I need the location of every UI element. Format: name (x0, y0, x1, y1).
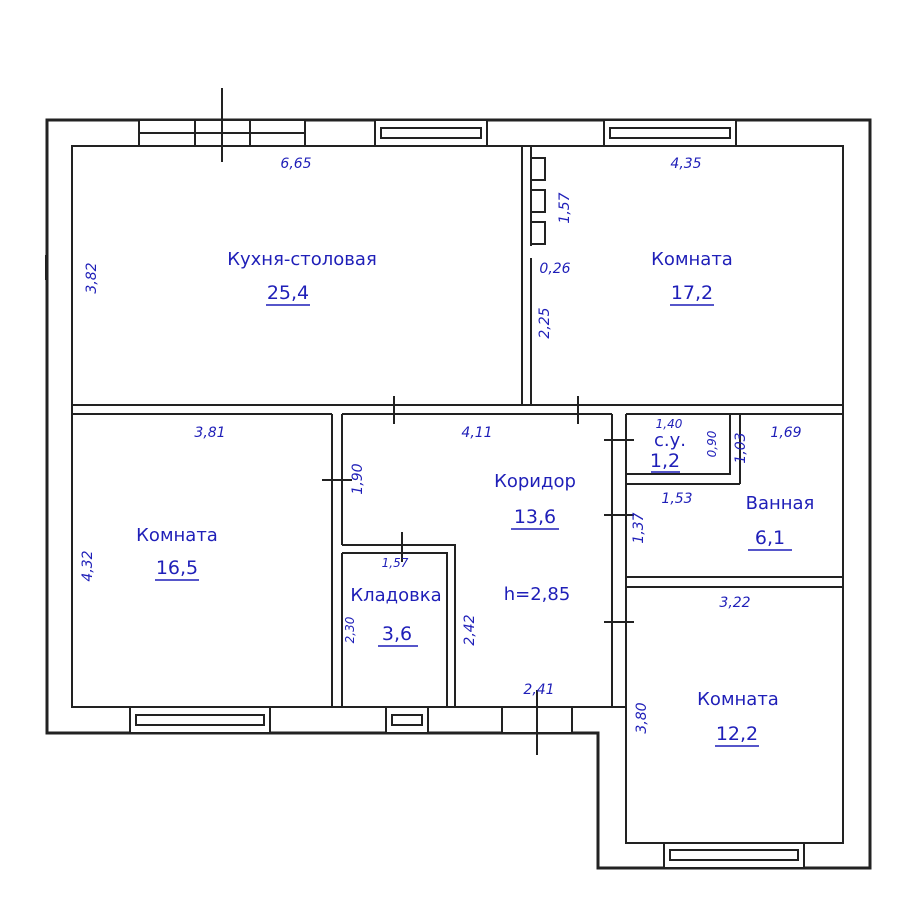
dim-bath-depth: 1,37 (631, 512, 647, 543)
interior-walls (72, 146, 843, 707)
windows (129, 119, 805, 869)
dim-entrance-width: 2,41 (523, 682, 554, 698)
ceiling-height: h=2,85 (504, 584, 571, 605)
corridor-area: 13,6 (514, 506, 556, 528)
dim-corridor-door: 1,90 (350, 463, 366, 494)
dim-bath-width-top: 1,69 (770, 425, 801, 441)
dim-bath-width: 1,53 (661, 491, 692, 507)
dim-corridor-width: 4,11 (461, 425, 492, 441)
dim-kitchen-depth: 3,82 (84, 262, 100, 293)
corridor-name: Коридор (494, 471, 576, 492)
dim-vent-height: 1,57 (557, 192, 573, 223)
dim-storage-width: 1,57 (382, 556, 409, 570)
dim-room-se-width: 3,22 (719, 595, 750, 611)
storage-name: Кладовка (350, 585, 441, 606)
inner-wall-outline (71, 145, 844, 844)
wc-name: с.у. (654, 430, 686, 451)
bath-name: Ванная (746, 493, 815, 514)
room-se-name: Комната (697, 689, 779, 710)
dim-vent-gap: 0,26 (539, 261, 570, 277)
dim-room-ne-depth: 2,25 (537, 307, 553, 338)
kitchen-area: 25,4 (267, 282, 309, 304)
window-kitchen-2 (374, 119, 488, 147)
door-marks (45, 88, 634, 755)
room-w-area: 16,5 (156, 557, 198, 579)
dim-storage-wall: 2,42 (462, 614, 478, 645)
outer-wall (45, 118, 872, 870)
dim-room-se-depth: 3,80 (634, 702, 650, 733)
wc-area: 1,2 (650, 450, 680, 472)
room-w-name: Комната (136, 525, 218, 546)
kitchen-name: Кухня-столовая (227, 249, 377, 270)
dim-room-w-width: 3,81 (194, 425, 225, 441)
dim-storage-depth: 2,30 (343, 616, 357, 643)
room-se-area: 12,2 (716, 723, 758, 745)
room-ne-name: Комната (651, 249, 733, 270)
ventilation-ducts (530, 157, 546, 245)
storage-area: 3,6 (382, 623, 412, 645)
dim-room-ne-width: 4,35 (670, 156, 701, 172)
window-room-w (129, 706, 271, 734)
dim-room-w-depth: 4,32 (80, 550, 96, 581)
window-room-se (663, 842, 805, 869)
window-storage (385, 706, 429, 734)
dim-wc-depth: 0,90 (705, 430, 719, 457)
dim-wc-width: 1,40 (656, 417, 683, 431)
room-ne-area: 17,2 (671, 282, 713, 304)
dim-kitchen-width: 6,65 (280, 156, 311, 172)
window-room-ne (603, 119, 737, 147)
bath-area: 6,1 (755, 527, 785, 549)
dim-bath-depth-top: 1,03 (733, 432, 749, 463)
